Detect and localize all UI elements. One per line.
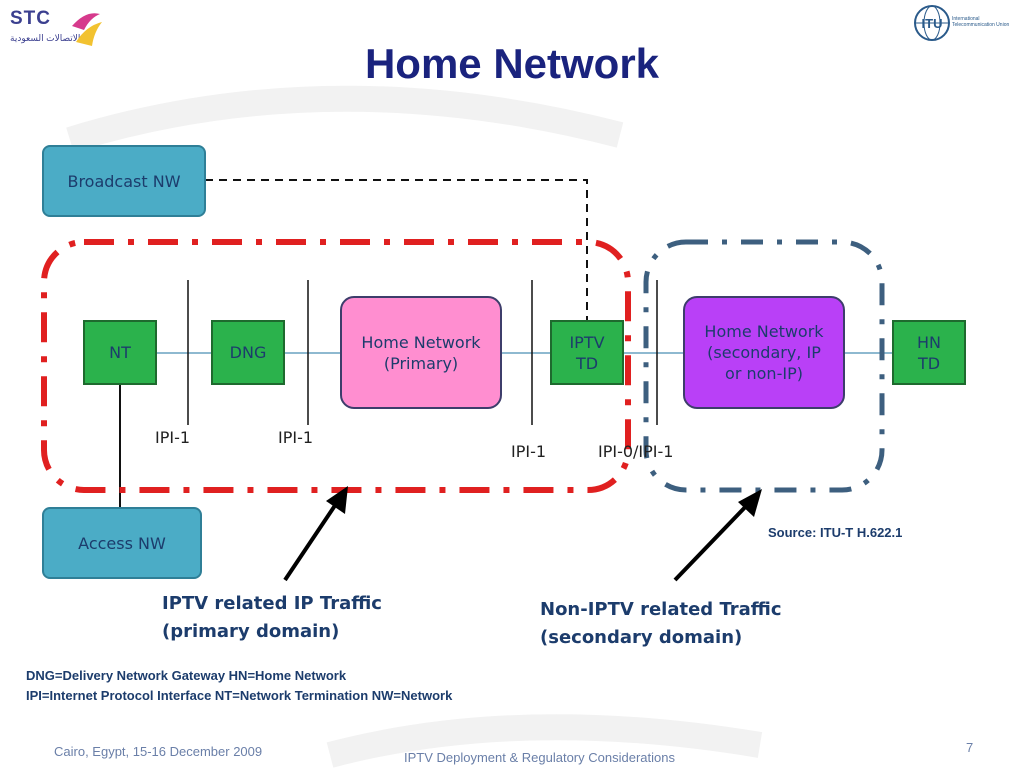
hn-td-line2: TD (917, 353, 941, 373)
secondary-domain-caption: Non-IPTV related Traffic (secondary doma… (540, 596, 782, 652)
home-network-secondary-line3: or non-IP) (725, 364, 803, 383)
background-arc-top (66, 85, 624, 153)
access-nw-box: Access NW (42, 507, 202, 579)
itu-logo-text: ITU (922, 16, 943, 31)
footer-location-date: Cairo, Egypt, 15-16 December 2009 (54, 744, 263, 759)
home-network-secondary-line1: Home Network (704, 322, 824, 341)
stc-logo: STC الاتصالات السعودية (8, 8, 102, 48)
home-network-primary-box: Home Network (Primary) (340, 296, 502, 409)
legend-line-1: DNG=Delivery Network Gateway HN=Home Net… (26, 668, 347, 683)
secondary-domain-arrow-head (738, 489, 762, 517)
broadcast-link (205, 179, 588, 320)
primary-domain-caption: IPTV related IP Traffic (primary domain) (162, 590, 382, 646)
access-nw-label: Access NW (78, 533, 166, 553)
nt-label: NT (109, 343, 131, 362)
iptv-td-line2: TD (575, 353, 599, 373)
hn-td-line1: HN (917, 332, 941, 352)
home-network-primary-line1: Home Network (361, 332, 481, 352)
primary-domain-caption-line1: IPTV related IP Traffic (162, 593, 382, 614)
source-citation: Source: ITU-T H.622.1 (768, 525, 903, 540)
ipi-label: IPI-1 (155, 428, 191, 447)
dng-label: DNG (229, 343, 267, 362)
iptv-td-line1: IPTV (569, 332, 605, 352)
iptv-td-box: IPTV TD (550, 320, 624, 385)
stc-logo-text: STC (10, 8, 51, 29)
itu-globe-icon: ITU (914, 5, 950, 41)
secondary-domain-caption-line2: (secondary domain) (540, 627, 743, 648)
nt-box: NT (83, 320, 157, 385)
secondary-domain-caption-line1: Non-IPTV related Traffic (540, 599, 782, 620)
legend-line-2: IPI=Internet Protocol Interface NT=Netwo… (26, 688, 453, 703)
ipi-label: IPI-1 (278, 428, 314, 447)
itu-logo-fullname: International Telecommunication Union (952, 16, 1010, 28)
broadcast-nw-box: Broadcast NW (42, 145, 206, 217)
broadcast-nw-label: Broadcast NW (67, 171, 181, 191)
home-network-secondary-line2: (secondary, IP (707, 343, 821, 362)
footer-topic: IPTV Deployment & Regulatory Considerati… (404, 750, 675, 765)
primary-domain-arrow-head (326, 486, 348, 514)
page-number: 7 (966, 740, 974, 755)
itu-logo: ITU International Telecommunication Unio… (912, 2, 1012, 42)
hn-td-box: HN TD (892, 320, 966, 385)
primary-domain-caption-line2: (primary domain) (162, 621, 340, 642)
ipi-label: IPI-0/IPI-1 (598, 442, 674, 461)
slide-title: Home Network (364, 40, 660, 87)
home-network-primary-line2: (Primary) (383, 353, 459, 373)
home-network-secondary-box: Home Network (secondary, IP or non-IP) (683, 296, 845, 409)
secondary-domain-boundary (643, 239, 885, 493)
background-arc-bottom (326, 714, 763, 768)
primary-domain-arrow (283, 496, 342, 582)
stc-swirl-icon (72, 13, 102, 46)
primary-domain-boundary (41, 239, 631, 493)
dng-box: DNG (211, 320, 285, 385)
ipi-label: IPI-1 (511, 442, 547, 461)
stc-logo-arabic: الاتصالات السعودية (10, 33, 81, 43)
secondary-domain-arrow (673, 498, 754, 582)
